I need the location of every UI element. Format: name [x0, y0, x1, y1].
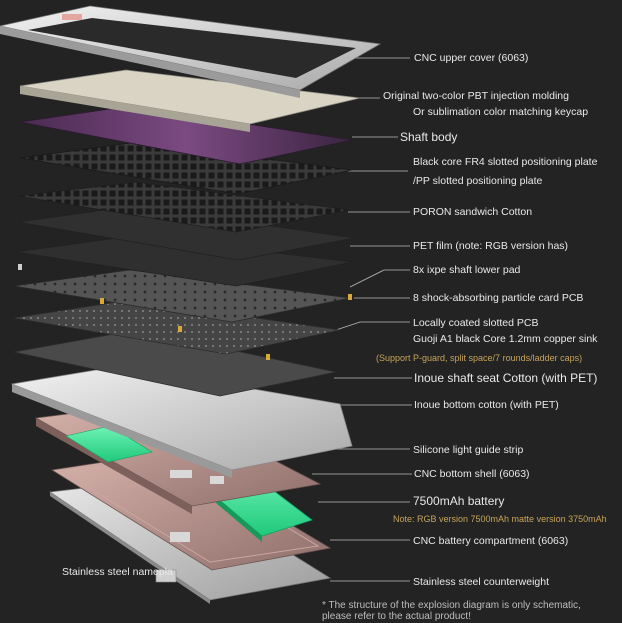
- label-battery-note: Note: RGB version 7500mAh matte version …: [393, 514, 607, 524]
- positioning-plate: [19, 141, 353, 195]
- ixpe-pad-layer: [15, 235, 353, 287]
- label-ixpe-pad: 8x ixpe shaft lower pad: [413, 264, 521, 276]
- poron-cotton: [17, 181, 351, 233]
- label-light-strip: Silicone light guide strip: [413, 444, 524, 456]
- switch-layer: [19, 105, 353, 165]
- label-pet-film: PET film (note: RGB version has): [413, 240, 569, 252]
- label-pbt-keycap-2: Or sublimation color matching keycap: [413, 106, 589, 118]
- inoue-shaft-seat-cotton: [13, 329, 337, 397]
- leader-ixpe: [349, 269, 410, 288]
- footnote-line-1: * The structure of the explosion diagram…: [322, 600, 581, 611]
- label-positioning-plate-1: Black core FR4 slotted positioning plate: [413, 156, 598, 168]
- label-poron-cotton: PORON sandwich Cotton: [413, 206, 533, 218]
- label-nameplate: Stainless steel namepla: [62, 566, 173, 578]
- decorative-particles: [18, 264, 352, 360]
- label-cnc-upper-cover: CNC upper cover (6063): [414, 52, 529, 64]
- label-battery: 7500mAh battery: [413, 494, 505, 508]
- stainless-nameplate: [155, 569, 177, 583]
- label-bottom-shell: CNC bottom shell (6063): [414, 468, 530, 480]
- silicone-light-guide-strip: [65, 425, 153, 463]
- label-battery-compartment: CNC battery compartment (6063): [413, 535, 569, 547]
- label-seat-cotton: Inoue shaft seat Cotton (with PET): [414, 371, 598, 385]
- label-coated-pcb-1: Locally coated slotted PCB: [413, 317, 539, 329]
- leader-coated-pcb: [335, 321, 410, 331]
- cnc-upper-cover: [0, 5, 382, 98]
- label-counterweight: Stainless steel counterweight: [413, 576, 549, 588]
- label-coated-pcb-2: Guoji A1 black Core 1.2mm copper sink: [413, 333, 598, 345]
- label-pcb-note: (Support P-guard, split space/7 rounds/l…: [376, 353, 583, 363]
- label-shock-pcb: 8 shock-absorbing particle card PCB: [413, 292, 584, 304]
- label-positioning-plate-2: /PP slotted positioning plate: [413, 175, 543, 187]
- keycap-layer: [19, 69, 361, 132]
- coated-pcb: [13, 299, 341, 355]
- pet-film: [17, 205, 355, 261]
- footnote-line-2: please refer to the actual product!: [322, 611, 471, 622]
- label-shaft-body: Shaft body: [400, 130, 458, 144]
- label-pbt-keycap-1: Original two-color PBT injection molding: [383, 90, 569, 102]
- label-bottom-cotton: Inoue bottom cotton (with PET): [414, 399, 559, 411]
